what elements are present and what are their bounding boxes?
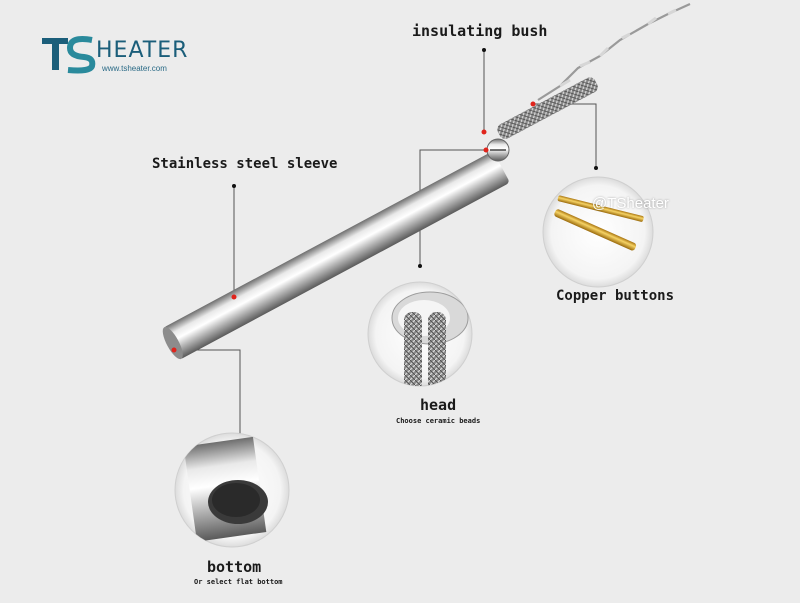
label-stainless-steel-sleeve: Stainless steel sleeve: [152, 156, 338, 172]
label-bottom: bottom: [207, 558, 262, 576]
watermark: @TSheater: [592, 195, 669, 212]
stainless-steel-sleeve: [162, 152, 509, 360]
head-detail-circle: [367, 281, 473, 387]
brand-name: HEATER: [96, 38, 189, 63]
braided-sleeve: [497, 77, 598, 139]
insulating-bush: [486, 138, 510, 162]
logo-mark: [42, 36, 96, 74]
label-bottom-sub: Or select flat bottom: [194, 578, 283, 586]
bottom-detail-circle: [174, 432, 290, 548]
label-head-sub: Choose ceramic beads: [396, 417, 481, 425]
brand-url: www.tsheater.com: [102, 64, 167, 73]
label-copper-buttons: Copper buttons: [556, 288, 675, 304]
label-head: head: [420, 396, 457, 414]
red-markers: [171, 101, 536, 353]
copper-detail-circle: [542, 176, 654, 288]
label-insulating-bush: insulating bush: [412, 22, 548, 40]
